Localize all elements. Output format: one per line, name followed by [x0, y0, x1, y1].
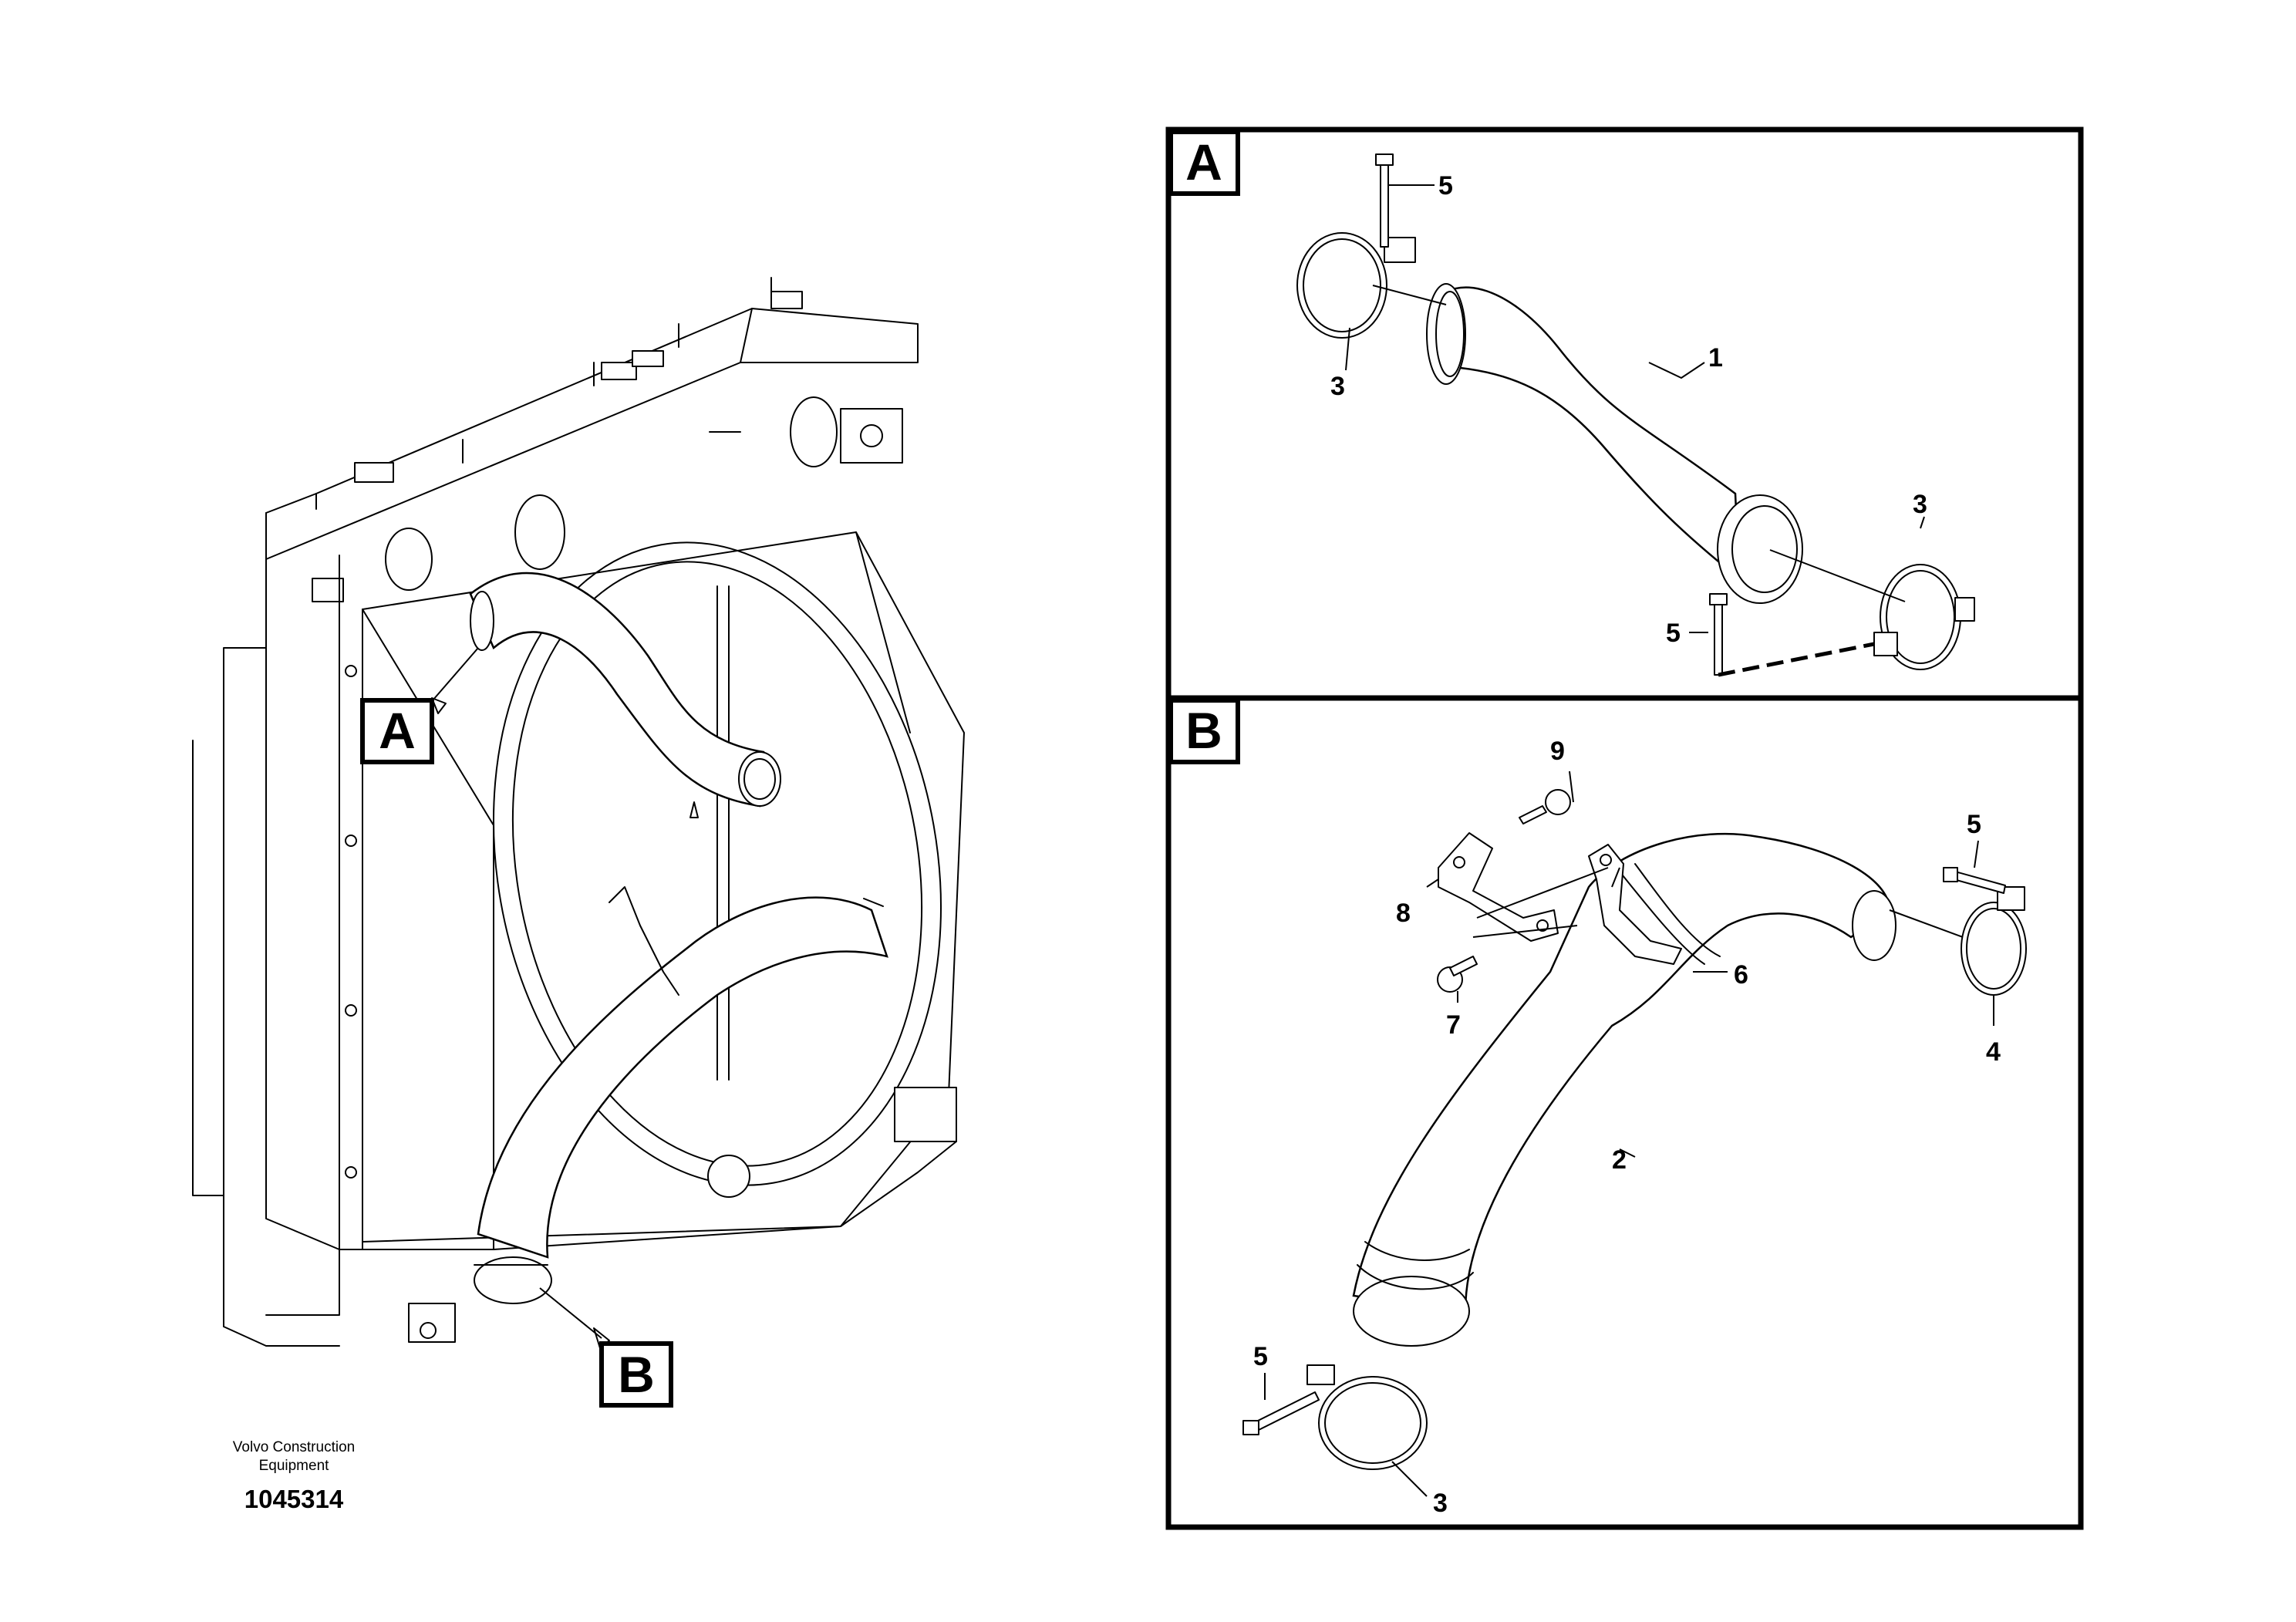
detail-b-callout-screw-bottom: 5: [1253, 1342, 1268, 1371]
overview-tag-b: B: [599, 1341, 673, 1408]
detail-b-callout-hose: 2: [1612, 1145, 1627, 1175]
detail-b-callout-screw-bracket: 7: [1446, 1010, 1461, 1040]
detail-b-callout-clamp-right: 4: [1986, 1037, 2001, 1067]
detail-a-tag-box: [1168, 130, 1240, 196]
overview-tag-a-label: A: [379, 702, 416, 759]
detail-frame: [1165, 126, 2084, 1530]
detail-a-screw-lower: [1714, 601, 1723, 676]
detail-a-callout-screw-lower: 5: [1666, 619, 1681, 648]
manufacturer-caption-line2: Equipment: [259, 1458, 330, 1474]
detail-b-tag-box: [1168, 698, 1240, 764]
detail-b-callout-screw-top: 9: [1550, 737, 1565, 766]
detail-b-clamp-bottom: [1318, 1376, 1428, 1470]
detail-b-hose: [1352, 832, 1891, 1313]
detail-a-callout-screw-upper: 5: [1438, 171, 1453, 201]
detail-b-screw-bracket: [1437, 956, 1478, 993]
detail-a-hose: [1429, 286, 1741, 581]
detail-a-screw-upper: [1380, 161, 1389, 248]
detail-b: B: [1168, 698, 2027, 1518]
document-number: 1045314: [244, 1485, 344, 1513]
detail-b-clamp-bracket: [1588, 844, 1682, 965]
overview-lower-hose: [474, 886, 888, 1304]
detail-a-callout-hose: 1: [1708, 343, 1723, 373]
overview-tag-b-label: B: [618, 1346, 655, 1403]
detail-b-tag-label: B: [1185, 702, 1222, 759]
overview-upper-hose: [469, 572, 781, 818]
radiator-assembly: [192, 277, 965, 1347]
overview-tag-a: A: [360, 698, 434, 764]
detail-b-bracket: [1438, 832, 1559, 942]
detail-a-clamp-upper: [1296, 232, 1387, 339]
overview-arrow-a: [431, 697, 447, 714]
detail-a: A 1 3 3 5 5: [1168, 130, 1975, 677]
detail-a-callout-clamp-upper: 3: [1330, 372, 1345, 401]
overview-leader-b: [539, 1287, 602, 1339]
detail-b-callout-screw-right: 5: [1967, 810, 1981, 839]
detail-b-callout-clamp-bracket: 6: [1734, 960, 1748, 990]
detail-b-callout-bracket: 8: [1396, 899, 1411, 928]
detail-b-callout-clamp-bottom: 3: [1433, 1489, 1448, 1518]
detail-b-screw-top: [1519, 789, 1571, 824]
detail-b-screw-bottom: [1253, 1391, 1320, 1431]
overview-leader-a: [427, 647, 479, 706]
detail-a-callout-clamp-lower: 3: [1913, 490, 1927, 519]
detail-b-screw-right: [1953, 871, 2006, 894]
detail-b-clamp-right: [1961, 902, 2027, 996]
detail-a-tag-label: A: [1185, 133, 1222, 191]
manufacturer-caption-line1: Volvo Construction: [233, 1439, 355, 1455]
